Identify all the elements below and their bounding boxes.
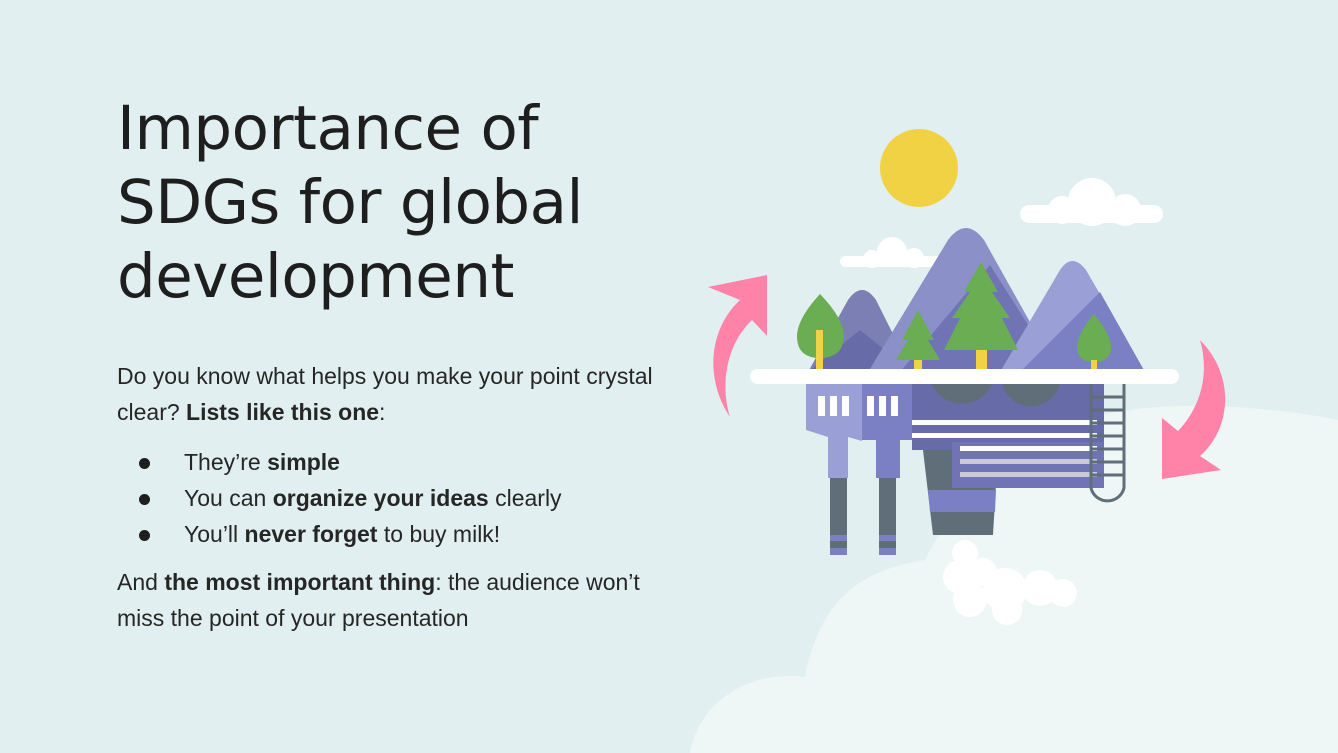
closing-paragraph: And the most important thing: the audien… [117,569,640,631]
title-line: development [117,241,514,312]
recycle-arrow-up-icon [708,275,767,417]
title-line: Importance of [117,93,539,164]
tree-icons [796,262,1112,372]
bullet-icon [139,530,150,541]
machinery [806,384,1126,555]
bullet-icon [139,494,150,505]
list-item: They’re simple [117,444,677,480]
list-item: You can organize your ideas clearly [117,480,677,516]
bullet-icon [139,458,150,469]
ladder-icon [1089,384,1126,503]
cloud-icon-right [1020,178,1163,226]
bold-text: the most important thing [164,569,436,595]
island-platform [750,369,1179,384]
slide-title: Importance of SDGs for global developmen… [117,92,677,314]
cloud-icon-left [840,237,944,268]
sun-icon [880,129,958,207]
slide-body: Do you know what helps you make your poi… [117,358,677,636]
bullet-list: They’re simple You can organize your ide… [117,444,677,552]
list-item: You’ll never forget to buy milk! [117,516,677,552]
recycle-arrow-down-icon [1162,340,1226,479]
title-line: SDGs for global [117,167,583,238]
intro-paragraph: Do you know what helps you make your poi… [117,363,653,425]
smoke-cloud-icon [943,540,1077,625]
bold-text: Lists like this one [186,399,380,425]
